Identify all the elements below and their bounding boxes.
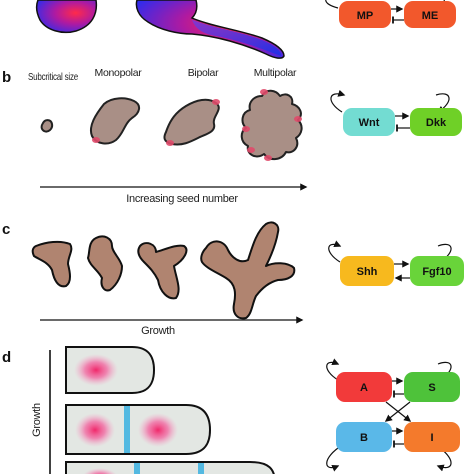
branch-stage-4 bbox=[200, 221, 296, 320]
cell-round bbox=[35, 0, 98, 34]
node-me bbox=[404, 1, 456, 28]
axis-label-b: Increasing seed number bbox=[126, 193, 238, 205]
hotspot-bipolar-1 bbox=[212, 99, 220, 105]
node-fgf10 bbox=[410, 256, 464, 286]
hotspot-multipolar-5 bbox=[264, 155, 272, 161]
self-loop-b bbox=[326, 447, 340, 472]
stage-label-multipolar: Multipolar bbox=[254, 67, 297, 79]
branch-stage-2 bbox=[87, 235, 123, 292]
digit-capsule-3 bbox=[65, 461, 275, 474]
stripe-capsule-3b bbox=[198, 463, 204, 474]
hotspot-multipolar-3 bbox=[242, 126, 250, 132]
panel-letter-c: c bbox=[2, 221, 10, 238]
node-mp-label: MP bbox=[357, 10, 374, 22]
node-wnt bbox=[343, 108, 395, 136]
node-a bbox=[336, 372, 392, 402]
cell-tail-shade bbox=[192, 20, 282, 56]
node-a-label: A bbox=[360, 382, 368, 394]
hotspot-multipolar-4 bbox=[247, 147, 255, 153]
stripe-capsule-3a bbox=[134, 463, 140, 474]
hotspot-multipolar-2 bbox=[294, 116, 302, 122]
node-wnt-label: Wnt bbox=[359, 117, 380, 129]
axis-label-c: Growth bbox=[141, 325, 175, 337]
tissue-monopolar bbox=[90, 97, 140, 145]
node-i-label: I bbox=[430, 432, 433, 444]
stage-label-subcritical: Subcritical size bbox=[28, 71, 78, 83]
self-loop-wnt bbox=[330, 89, 346, 113]
panel-letter-b: b bbox=[2, 69, 11, 86]
node-mp bbox=[339, 1, 391, 28]
stripe-capsule-2 bbox=[124, 406, 130, 453]
stage-label-bipolar: Bipolar bbox=[188, 67, 219, 79]
node-b bbox=[336, 422, 392, 452]
node-s bbox=[404, 372, 460, 402]
hotspot-capsule-2b bbox=[138, 413, 178, 447]
self-loop-shh bbox=[328, 240, 342, 263]
tissue-multipolar bbox=[240, 89, 303, 160]
branch-stage-1 bbox=[31, 240, 73, 288]
panel-c: c Growth Shh Fgf10 bbox=[2, 221, 464, 337]
node-dkk bbox=[410, 108, 462, 136]
tissue-subcritical bbox=[40, 119, 54, 133]
hotspot-capsule-1 bbox=[74, 354, 118, 386]
node-fgf10-label: Fgf10 bbox=[422, 266, 451, 278]
hotspot-capsule-3 bbox=[83, 468, 117, 474]
axis-label-d: Growth bbox=[31, 403, 43, 437]
panel-d: d Growth A S B I bbox=[2, 346, 460, 474]
panel-a: MP ME bbox=[35, 0, 456, 59]
node-s-label: S bbox=[428, 382, 435, 394]
panel-b: b Subcritical size Monopolar Bipolar Mul… bbox=[2, 67, 462, 205]
hotspot-multipolar-1 bbox=[260, 89, 268, 95]
node-dkk-label: Dkk bbox=[426, 117, 447, 129]
node-shh-label: Shh bbox=[357, 266, 378, 278]
stage-label-monopolar: Monopolar bbox=[95, 67, 143, 79]
panel-letter-d: d bbox=[2, 349, 11, 366]
hotspot-bipolar-2 bbox=[166, 140, 174, 146]
node-shh bbox=[340, 256, 394, 286]
edge-a-i bbox=[385, 401, 412, 422]
self-loop-a bbox=[326, 358, 340, 381]
node-me-label: ME bbox=[422, 10, 439, 22]
node-b-label: B bbox=[360, 432, 368, 444]
hotspot-monopolar bbox=[92, 137, 100, 143]
self-loop-mp bbox=[325, 0, 339, 9]
hotspot-capsule-2a bbox=[75, 413, 115, 447]
node-i bbox=[404, 422, 460, 452]
branch-stage-3 bbox=[137, 242, 188, 300]
tissue-bipolar bbox=[163, 98, 220, 146]
